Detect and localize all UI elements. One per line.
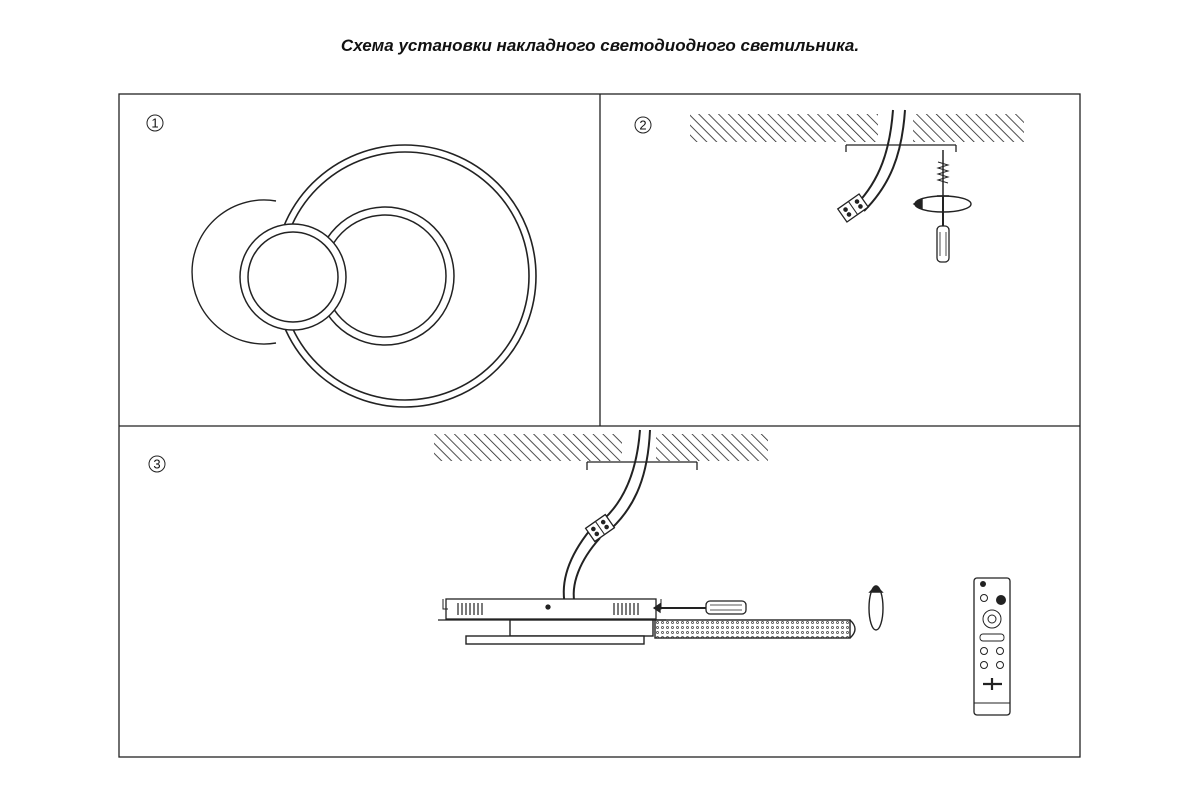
terminal-block — [836, 193, 870, 223]
lamp-side-view — [465, 619, 856, 645]
mounting-bracket — [586, 461, 698, 470]
panel-2-number: 2 — [634, 116, 652, 134]
svg-text:1: 1 — [151, 116, 158, 131]
terminal-block — [584, 513, 616, 543]
lamp-top-view — [191, 144, 537, 408]
ceiling-hatch — [690, 114, 1024, 142]
ceiling-hatch — [434, 434, 768, 461]
rotation-arrow-icon — [868, 585, 884, 631]
diagram-title: Схема установки накладного светодиодного… — [340, 36, 860, 55]
panel-1-number: 1 — [146, 114, 164, 132]
frame — [118, 93, 1081, 758]
remote-control-icon — [973, 577, 1011, 716]
panel-3: 3 — [148, 429, 1011, 716]
screwdriver-icon — [936, 196, 950, 263]
mounting-bracket — [845, 144, 957, 152]
driver-box — [438, 598, 666, 621]
panel-2: 2 — [634, 109, 1024, 263]
panel-1: 1 — [146, 114, 537, 408]
svg-text:3: 3 — [153, 457, 160, 472]
supply-wires — [855, 109, 906, 212]
screwdriver-icon — [652, 600, 747, 615]
svg-text:2: 2 — [639, 118, 646, 133]
vent-slots — [457, 603, 639, 615]
screw-icon — [936, 150, 950, 197]
panel-3-number: 3 — [148, 455, 166, 473]
